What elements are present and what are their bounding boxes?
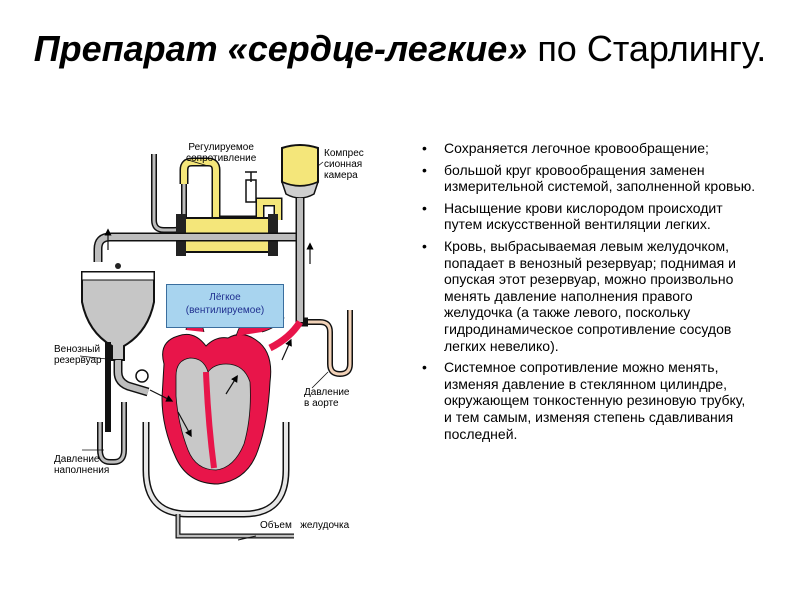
label-regulated-resistance: Регулируемое сопротивление (186, 142, 257, 164)
bullet-item: Кровь, выбрасываемая левым желудочком, п… (420, 238, 756, 354)
venous-reservoir (81, 271, 155, 361)
slide-title: Препарат «сердце-легкие» по Старлингу. (0, 26, 800, 71)
slide-title-italic: Препарат «сердце-легкие» (33, 28, 528, 69)
lung-box: Лёгкое (вентилируемое) (166, 284, 284, 328)
compression-chamber (281, 144, 319, 187)
regulated-resistance-tube (179, 157, 283, 225)
label-compression-chamber: Компрес сионная камера (324, 148, 364, 181)
bullet-item: Сохраняется легочное кровообращение; (420, 140, 756, 157)
label-lung: Лёгкое (вентилируемое) (185, 292, 265, 316)
syringe-icon (245, 179, 257, 203)
starling-preparation-diagram: Регулируемое сопротивление Компрес сионн… (38, 132, 398, 550)
label-filling-pressure: Давление наполнения (54, 454, 110, 476)
label-ventricle-volume: Объем желудочка (260, 520, 350, 531)
label-venous-reservoir: Венозный резервуар (54, 344, 102, 366)
bullet-item: большой круг кровообращения заменен изме… (420, 162, 756, 195)
label-aortic-pressure: Давление в аорте (304, 387, 350, 409)
bullet-item: Насыщение крови кислородом происходит пу… (420, 200, 756, 233)
diagram-graphic (79, 144, 353, 541)
bullet-item: Системное сопротивление можно менять, из… (420, 359, 756, 442)
bullet-list: Сохраняется легочное кровообращение; бол… (420, 140, 756, 447)
slide-title-rest: по Старлингу. (527, 28, 767, 69)
